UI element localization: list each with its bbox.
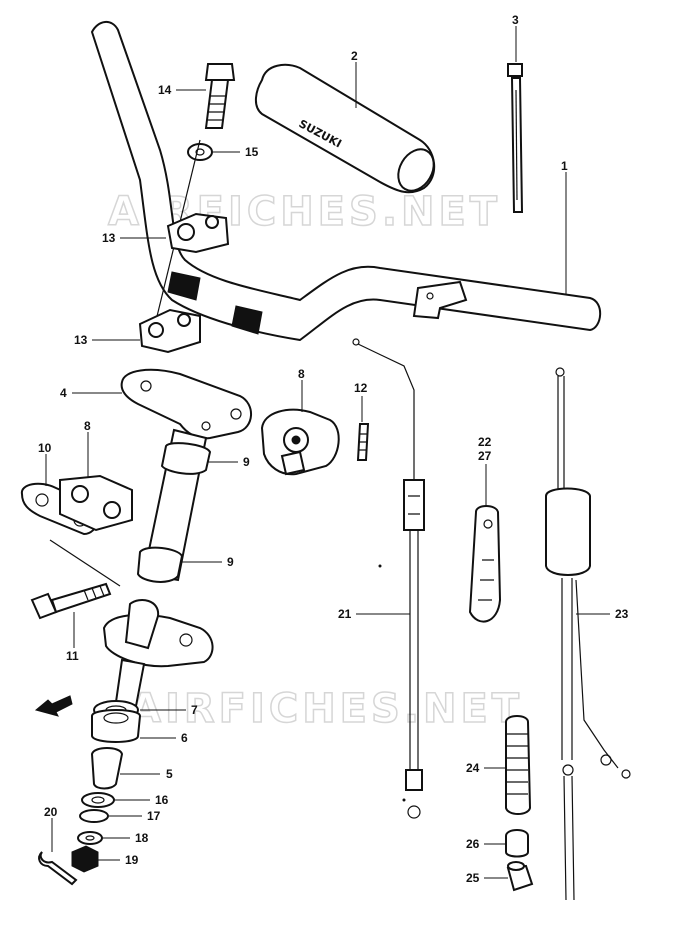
lower-bracket — [102, 599, 214, 708]
washer-15 — [187, 143, 213, 161]
cable-23 — [545, 367, 631, 901]
callout-5: 5 — [166, 767, 173, 781]
callout-16: 16 — [155, 793, 169, 807]
lever-cover — [468, 505, 502, 623]
bearing-6 — [91, 709, 142, 743]
callout-1: 1 — [561, 159, 568, 173]
cable-21 — [352, 338, 425, 819]
callout-12: 12 — [354, 381, 368, 395]
washer-16 — [81, 792, 115, 808]
callout-19: 19 — [125, 853, 139, 867]
callouts: 1 2 3 4 5 6 7 8 8 9 9 10 11 12 13 13 14 — [38, 13, 629, 885]
callout-4: 4 — [60, 386, 67, 400]
callout-21: 21 — [338, 607, 352, 621]
callout-27: 27 — [478, 449, 492, 463]
callout-9a: 9 — [243, 455, 250, 469]
callout-26: 26 — [466, 837, 480, 851]
callout-25: 25 — [466, 871, 480, 885]
bolt-14 — [204, 63, 236, 129]
front-arrow — [34, 695, 73, 717]
callout-3: 3 — [512, 13, 519, 27]
cap-25 — [506, 861, 534, 892]
callout-18: 18 — [135, 831, 149, 845]
clamp-upper — [166, 212, 230, 254]
callout-7: 7 — [191, 703, 198, 717]
top-bridge — [120, 368, 252, 440]
callout-9b: 9 — [227, 555, 234, 569]
callout-13a: 13 — [102, 231, 116, 245]
clamp-holder-8 — [59, 474, 133, 532]
callout-17: 17 — [147, 809, 161, 823]
washer-18 — [77, 831, 103, 845]
callout-8a: 8 — [298, 367, 305, 381]
bolt-11 — [30, 582, 112, 620]
callout-14: 14 — [158, 83, 172, 97]
callout-8b: 8 — [84, 419, 91, 433]
washer-17 — [79, 809, 109, 823]
grip: SUZUKI — [255, 63, 436, 194]
cable-tie — [507, 63, 524, 213]
spacer-5 — [90, 747, 124, 790]
screw-12 — [356, 423, 370, 461]
cap-26 — [505, 829, 529, 858]
steering-stem — [136, 428, 212, 583]
handlebar — [90, 21, 602, 342]
callout-10: 10 — [38, 441, 52, 455]
cotter-pin-20 — [38, 851, 78, 886]
clamp-lower — [138, 308, 201, 354]
watermark-bottom: AIRFICHES.NET — [130, 686, 523, 732]
callout-6: 6 — [181, 731, 188, 745]
callout-11: 11 — [66, 649, 79, 663]
callout-23: 23 — [615, 607, 629, 621]
callout-20: 20 — [44, 805, 58, 819]
callout-24: 24 — [466, 761, 480, 775]
spring-24 — [505, 715, 532, 815]
switch-housing — [260, 408, 340, 476]
callout-15: 15 — [245, 145, 259, 159]
callout-2: 2 — [351, 49, 358, 63]
nut-19 — [71, 845, 99, 873]
callout-22: 22 — [478, 435, 492, 449]
callout-13b: 13 — [74, 333, 88, 347]
